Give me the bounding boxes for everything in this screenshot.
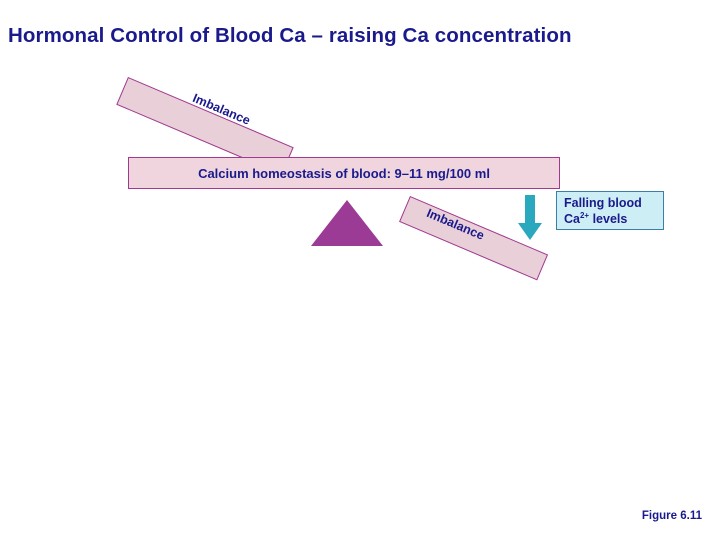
callout-ca-text: Ca — [564, 212, 580, 226]
calcium-homeostasis-label: Calcium homeostasis of blood: 9–11 mg/10… — [198, 165, 490, 181]
calcium-homeostasis-box: Calcium homeostasis of blood: 9–11 mg/10… — [128, 157, 560, 189]
page-title: Hormonal Control of Blood Ca – raising C… — [8, 24, 572, 47]
callout-levels-text: levels — [589, 212, 628, 226]
down-arrow-icon — [518, 195, 542, 240]
figure-caption: Figure 6.11 — [641, 510, 702, 522]
callout-line-2: Ca2+ levels — [564, 211, 658, 227]
falling-blood-calcium-callout: Falling blood Ca2+ levels — [556, 191, 664, 230]
callout-ca-charge: 2+ — [579, 210, 590, 220]
triangle-fulcrum-icon — [311, 200, 383, 246]
callout-line-1: Falling blood — [564, 196, 642, 210]
